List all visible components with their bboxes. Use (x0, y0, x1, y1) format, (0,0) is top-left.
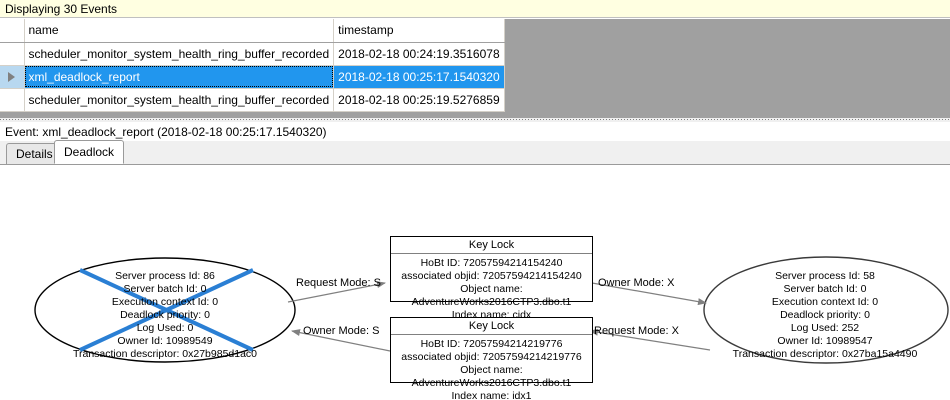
cell-timestamp[interactable]: 2018-02-18 00:24:19.3516078 (333, 42, 505, 66)
column-header-name[interactable]: name (24, 19, 335, 43)
victim-line-5: Owner Id: 10989549 (117, 335, 213, 347)
winner-line-2: Execution context Id: 0 (771, 296, 879, 308)
winner-line-0: Server process Id: 58 (775, 270, 875, 282)
victim-line-0: Server process Id: 86 (115, 270, 215, 282)
edge-label-owner-mode-x: Owner Mode: X (598, 277, 675, 289)
key-lock-bottom-line-2: Object name: AdventureWorks2016CTP3.dbo.… (411, 364, 572, 389)
column-header-selector[interactable] (0, 19, 25, 43)
key-lock-top-line-2: Object name: AdventureWorks2016CTP3.dbo.… (411, 283, 572, 308)
key-lock-node-bottom[interactable]: Key Lock HoBt ID: 72057594214219776 asso… (390, 317, 593, 400)
deadlock-graph-canvas[interactable]: Server process Id: 86 Server batch Id: 0… (0, 165, 950, 400)
table-row[interactable]: scheduler_monitor_system_health_ring_buf… (0, 88, 505, 112)
event-detail-header: Event: xml_deadlock_report (2018-02-18 0… (0, 122, 950, 141)
victim-line-3: Deadlock priority: 0 (120, 309, 210, 321)
winner-line-4: Log Used: 252 (790, 322, 860, 334)
edge-label-request-mode-s: Request Mode: S (296, 277, 381, 289)
status-banner: Displaying 30 Events (0, 0, 950, 18)
deadlock-graph-svg (34, 256, 949, 364)
victim-process-text: Server process Id: 86 Server batch Id: 0… (35, 270, 295, 361)
winner-process-ellipse (703, 256, 949, 364)
victim-cross-icon (79, 268, 254, 352)
key-lock-top-body: HoBt ID: 72057594214154240 associated ob… (391, 254, 592, 324)
cell-name[interactable]: scheduler_monitor_system_health_ring_buf… (24, 88, 335, 112)
events-grid[interactable]: name timestamp scheduler_monitor_system_… (0, 19, 505, 112)
key-lock-bottom-line-3: Index name: idx1 (451, 390, 532, 400)
victim-line-2: Execution context Id: 0 (111, 296, 219, 308)
edge-label-owner-mode-s: Owner Mode: S (303, 325, 380, 337)
horizontal-splitter[interactable] (0, 117, 950, 122)
edge-request-mode-s-line (287, 281, 386, 303)
edge-label-request-mode-x: Request Mode: X (594, 325, 679, 337)
victim-line-6: Transaction descriptor: 0x27b985d1ac0 (72, 348, 258, 360)
tab-deadlock[interactable]: Deadlock (54, 140, 125, 164)
cell-name[interactable]: scheduler_monitor_system_health_ring_buf… (24, 42, 335, 66)
key-lock-top-title: Key Lock (391, 237, 592, 254)
winner-line-6: Transaction descriptor: 0x27ba15a4490 (732, 348, 918, 360)
row-selector-cell[interactable] (0, 88, 25, 112)
events-grid-region[interactable]: name timestamp scheduler_monitor_system_… (0, 19, 950, 117)
grid-header-row: name timestamp (0, 19, 505, 43)
cell-name[interactable]: xml_deadlock_report (24, 65, 335, 89)
victim-line-4: Log Used: 0 (136, 322, 194, 334)
current-row-arrow-icon (8, 72, 16, 83)
key-lock-top-line-1: associated objid: 72057594214154240 (401, 270, 582, 282)
key-lock-bottom-body: HoBt ID: 72057594214219776 associated ob… (391, 335, 592, 400)
winner-process-text: Server process Id: 58 Server batch Id: 0… (700, 270, 950, 361)
tab-details[interactable]: Details (6, 143, 63, 164)
key-lock-bottom-line-0: HoBt ID: 72057594214219776 (420, 338, 563, 350)
edge-owner-mode-x-line (591, 282, 707, 306)
cell-timestamp[interactable]: 2018-02-18 00:25:17.1540320 (333, 65, 505, 89)
winner-line-3: Deadlock priority: 0 (780, 309, 870, 321)
victim-line-1: Server batch Id: 0 (123, 283, 207, 295)
row-selector-cell[interactable] (0, 42, 25, 66)
key-lock-bottom-title: Key Lock (391, 318, 592, 335)
cell-timestamp[interactable]: 2018-02-18 00:25:19.5276859 (333, 88, 505, 112)
table-row-selected[interactable]: xml_deadlock_report 2018-02-18 00:25:17.… (0, 65, 505, 89)
tab-strip: Details Deadlock (0, 140, 950, 165)
winner-line-5: Owner Id: 10989547 (777, 335, 873, 347)
row-selector-cell[interactable] (0, 65, 25, 89)
edge-owner-mode-s-line (291, 329, 391, 352)
key-lock-top-line-0: HoBt ID: 72057594214154240 (420, 257, 563, 269)
key-lock-node-top[interactable]: Key Lock HoBt ID: 72057594214154240 asso… (390, 236, 593, 321)
edge-request-mode-x-line (589, 328, 711, 351)
winner-line-1: Server batch Id: 0 (783, 283, 867, 295)
status-banner-text: Displaying 30 Events (5, 1, 118, 16)
event-detail-header-text: Event: xml_deadlock_report (2018-02-18 0… (5, 124, 327, 139)
table-row[interactable]: scheduler_monitor_system_health_ring_buf… (0, 42, 505, 66)
key-lock-bottom-line-1: associated objid: 72057594214219776 (401, 351, 582, 363)
column-header-timestamp[interactable]: timestamp (333, 19, 505, 43)
